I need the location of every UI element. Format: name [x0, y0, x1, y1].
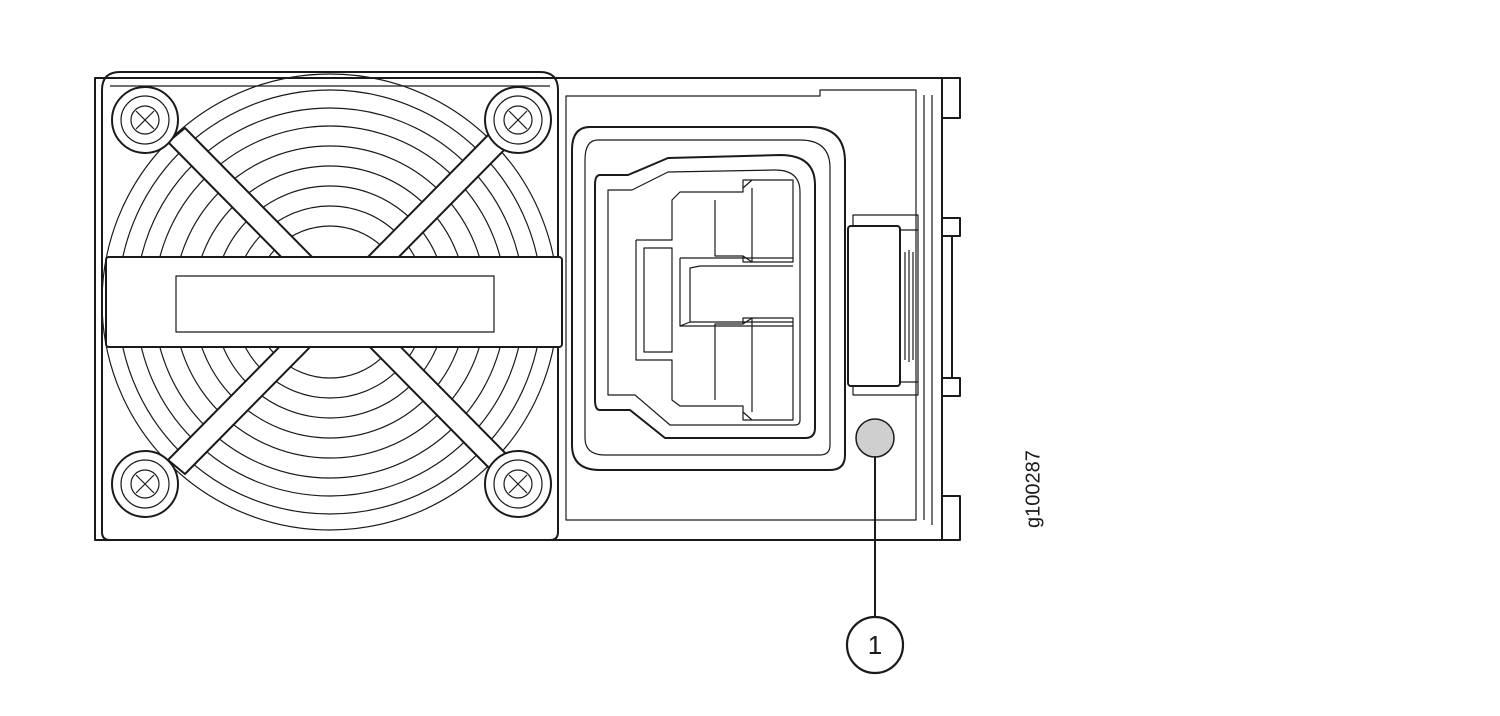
figure-id: g100287 — [1004, 439, 1064, 539]
handle-bar — [105, 256, 563, 348]
callout-1-circle — [845, 615, 905, 675]
socket-prongs — [635, 179, 794, 421]
callout-1-label: 1 — [868, 630, 882, 660]
screw-bottom-right — [484, 450, 552, 518]
psu-chassis — [94, 77, 961, 541]
screw-top-left — [111, 86, 179, 154]
ac-inlet-area — [565, 89, 917, 521]
callout-1: 1 — [845, 456, 905, 675]
status-led — [855, 418, 895, 458]
power-inlet-socket — [594, 154, 816, 439]
screw-top-right — [484, 86, 552, 154]
screw-bottom-left — [111, 450, 179, 518]
figure-id-text: g100287 — [1022, 450, 1045, 528]
ejector-latch — [847, 214, 919, 396]
